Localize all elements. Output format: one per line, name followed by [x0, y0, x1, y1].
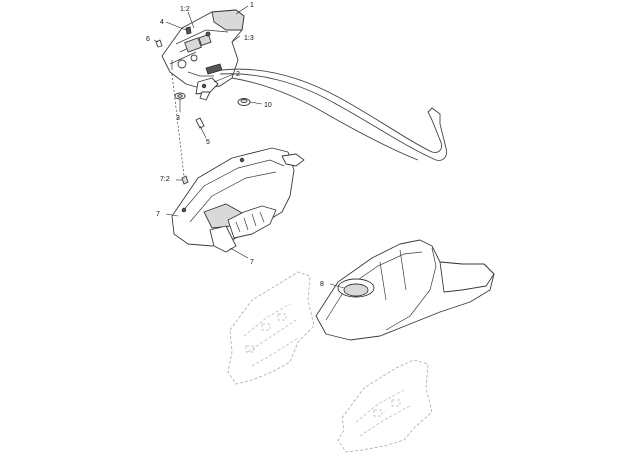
callout-4: 4	[160, 19, 164, 26]
leader-lines	[153, 5, 345, 289]
callout-10: 10	[264, 102, 272, 109]
console-cover	[315, 239, 495, 341]
callout-7-bottom: 7	[250, 259, 254, 266]
callout-6: 6	[146, 36, 150, 43]
ghost-plate-lower	[337, 359, 433, 453]
callout-7-top: 7	[156, 211, 160, 218]
cable-harness	[219, 68, 447, 161]
lever-latch	[195, 77, 219, 101]
callout-1-3: 1:3	[244, 35, 254, 42]
screw-4	[185, 26, 192, 35]
grommet-3	[174, 92, 186, 100]
callout-labels: 1 1:2 4 6 1:3 2 3 5 10 7:2 7 7 8	[146, 2, 324, 288]
callout-1: 1	[250, 2, 254, 9]
screw-6	[155, 39, 163, 48]
fastener-7-2	[181, 175, 189, 185]
callout-3: 3	[176, 115, 180, 122]
grommet-10	[237, 98, 251, 106]
callout-7-2: 7:2	[160, 176, 170, 183]
callout-5: 5	[206, 139, 210, 146]
callout-2: 2	[236, 71, 240, 78]
console-housing	[161, 9, 245, 89]
callout-1-2: 1:2	[180, 6, 190, 13]
ghost-plate-upper	[227, 271, 315, 385]
screw-5	[195, 117, 205, 129]
callout-8: 8	[320, 281, 324, 288]
console-tray	[171, 147, 305, 253]
